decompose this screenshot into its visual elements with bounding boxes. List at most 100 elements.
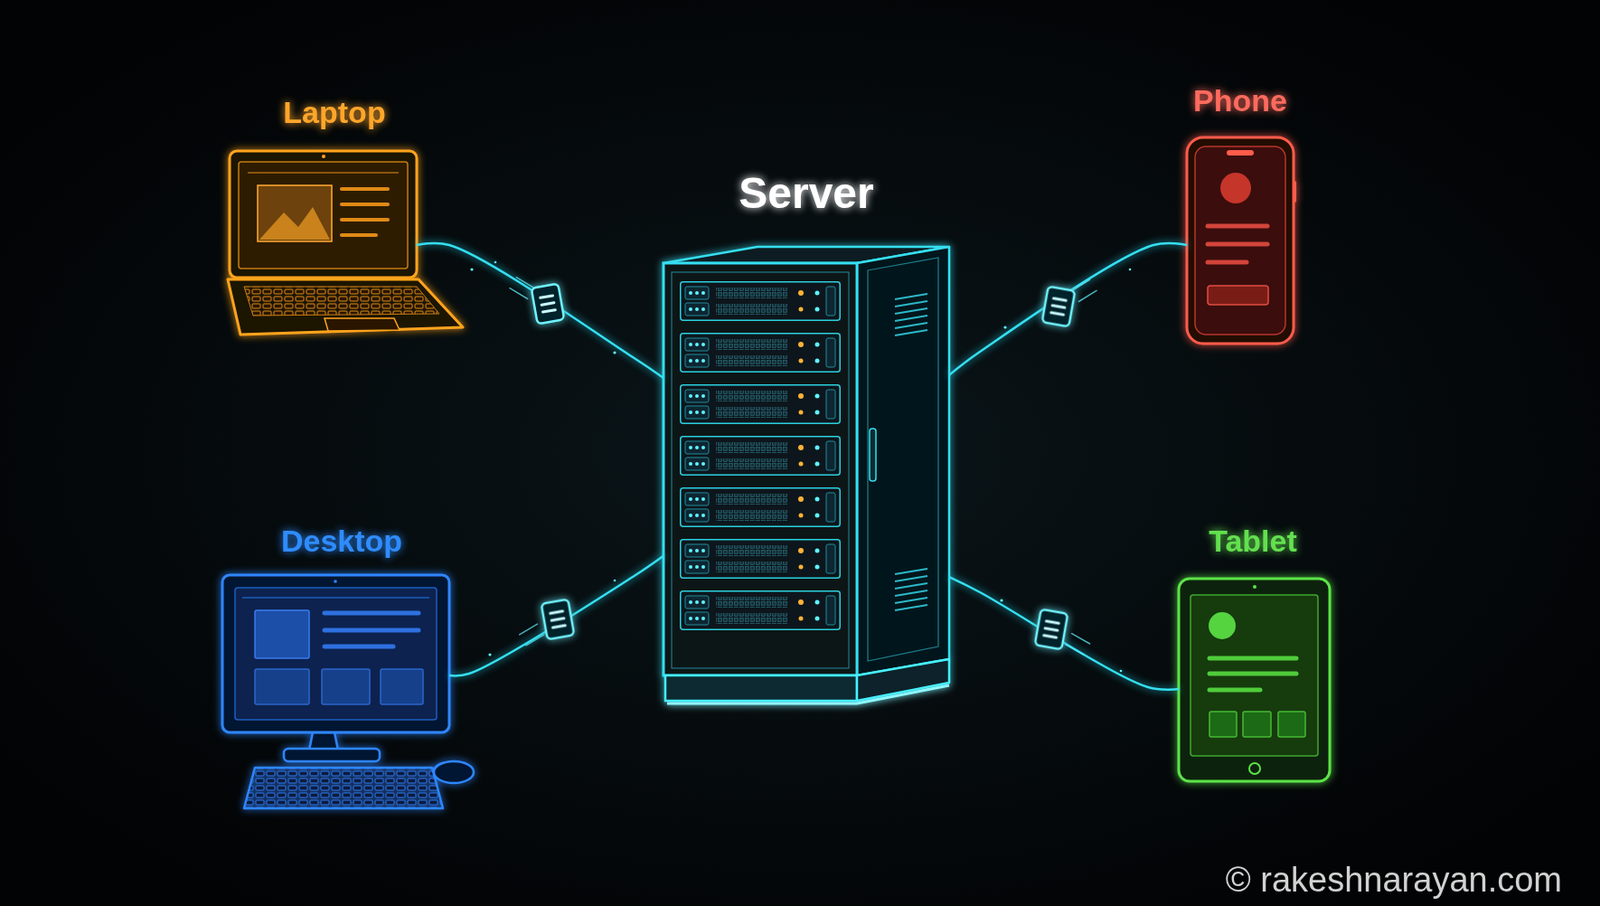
desktop-node: Desktop xyxy=(222,574,450,733)
packet-icons xyxy=(531,283,1075,650)
text-line xyxy=(341,202,388,207)
packet-icon xyxy=(1035,609,1068,650)
phone-body xyxy=(1186,137,1294,344)
content-tile xyxy=(254,668,310,705)
laptop-base xyxy=(227,279,463,335)
packet-icon xyxy=(541,599,575,640)
content-tile xyxy=(380,668,424,705)
floor-glow xyxy=(667,685,950,704)
rack-side xyxy=(856,246,950,676)
phone-node: Phone xyxy=(1186,137,1294,344)
text-line xyxy=(324,611,419,616)
text-line xyxy=(1209,671,1297,677)
avatar-circle xyxy=(1220,172,1252,204)
desktop-illustration xyxy=(222,574,474,809)
motion-streak xyxy=(519,623,538,635)
laptop-node: Laptop xyxy=(229,150,417,278)
motion-streak xyxy=(1065,644,1084,655)
laptop-camera xyxy=(321,154,326,159)
desktop-mouse xyxy=(433,761,474,783)
particle-dot xyxy=(494,261,498,264)
particle-dot xyxy=(1003,325,1007,329)
laptop-screen xyxy=(229,150,417,278)
window-bar xyxy=(247,171,399,174)
avatar-circle xyxy=(1208,611,1236,640)
rack-unit xyxy=(680,385,841,424)
mountain-icon xyxy=(259,207,330,240)
text-line xyxy=(1207,224,1268,229)
rack-plinth xyxy=(665,675,857,701)
rack-side-panel xyxy=(867,257,939,661)
content-tile xyxy=(1242,711,1271,737)
content-tile xyxy=(1209,711,1237,737)
tablet-body xyxy=(1178,578,1330,782)
phone-notch xyxy=(1226,150,1254,156)
device-label: Laptop xyxy=(180,94,489,132)
text-line xyxy=(341,233,377,237)
side-vent xyxy=(894,301,928,307)
particle-dot xyxy=(1129,268,1132,272)
connector-line xyxy=(949,576,1179,689)
particle-dot xyxy=(1120,669,1123,673)
text-line xyxy=(341,187,388,191)
particle-dot xyxy=(612,350,616,354)
monitor-frame xyxy=(222,574,450,733)
text-line xyxy=(1207,260,1247,265)
device-label: Server xyxy=(652,167,960,220)
side-vent xyxy=(894,315,928,321)
laptop-trackpad xyxy=(324,318,400,331)
text-line xyxy=(1209,687,1261,693)
desktop-keyboard xyxy=(244,767,443,809)
phone-side-button xyxy=(1292,180,1297,203)
rack-unit xyxy=(680,539,841,579)
phone-illustration xyxy=(1186,137,1297,344)
rack-unit xyxy=(680,488,841,528)
side-vent xyxy=(894,329,928,336)
text-line xyxy=(1207,242,1268,247)
particle-dot xyxy=(470,267,473,271)
particle-dot xyxy=(999,598,1003,602)
particle-dot xyxy=(488,652,491,656)
motion-streak xyxy=(509,288,528,300)
monitor-camera xyxy=(333,579,338,584)
rack-unit xyxy=(680,591,841,631)
server-rack-illustration xyxy=(663,246,950,704)
tablet-screen xyxy=(1190,594,1318,756)
side-vent xyxy=(894,322,928,329)
device-label: Tablet xyxy=(1099,522,1407,560)
motion-streak xyxy=(1072,633,1091,644)
tablet-illustration xyxy=(1178,578,1330,782)
watermark-text: © rakeshnarayan.com xyxy=(1225,860,1563,900)
connector-line xyxy=(416,243,664,378)
phone-screen xyxy=(1195,146,1286,335)
text-line xyxy=(324,628,419,633)
laptop-display xyxy=(238,161,408,269)
side-vent xyxy=(894,575,928,582)
image-placeholder xyxy=(254,610,310,659)
particles xyxy=(470,261,1131,673)
side-vent xyxy=(894,590,928,596)
tablet-node: Tablet xyxy=(1178,578,1330,782)
device-label: Desktop xyxy=(188,522,496,560)
motion-streak xyxy=(526,634,545,646)
monitor-screen xyxy=(235,587,437,720)
rack-unit xyxy=(680,436,841,476)
side-vent xyxy=(894,597,928,603)
server-node: Server xyxy=(663,243,950,705)
side-vent xyxy=(894,604,928,611)
particle-dot xyxy=(613,579,617,583)
side-vent xyxy=(894,293,928,300)
window-bar xyxy=(242,596,430,599)
side-vent xyxy=(894,583,928,589)
rack-unit xyxy=(680,333,841,373)
rack-unit xyxy=(680,282,841,321)
laptop-keyboard xyxy=(244,286,440,316)
packet-icon xyxy=(1042,286,1075,328)
rack-front xyxy=(663,263,857,676)
